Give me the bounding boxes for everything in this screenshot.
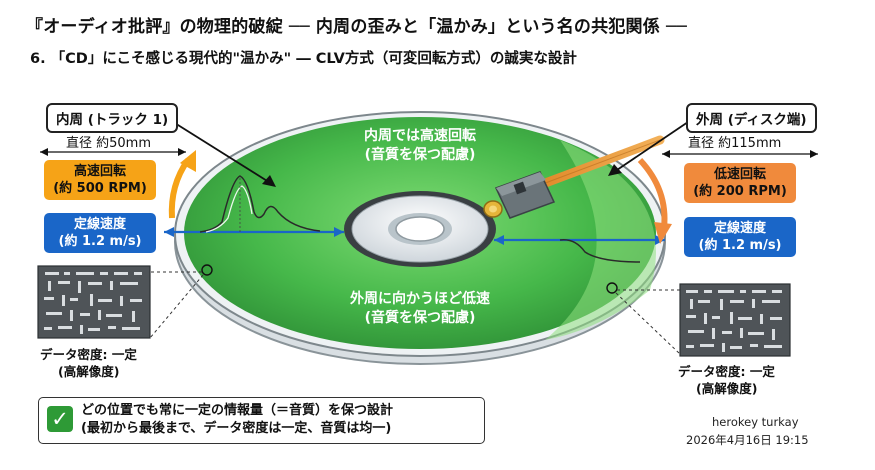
- disc-inner-label-line1: 内周では高速回転: [364, 128, 476, 144]
- disc-outer-label-line2: (音質を保つ配慮): [364, 310, 476, 326]
- inner-density-label: データ密度: 一定 (高解像度): [40, 346, 137, 380]
- outer-rotation-arrow: [637, 157, 668, 229]
- inner-velocity-badge: 定線速度 (約 1.2 m/s): [44, 213, 156, 253]
- timestamp: 2026年4月16日 19:15: [686, 433, 809, 447]
- inner-velocity-line1: 定線速度: [73, 217, 126, 232]
- inner-diameter-dimension: [40, 148, 186, 156]
- disc-inner-label: 内周では高速回転 (音質を保つ配慮): [330, 127, 510, 165]
- spindle-hole: [395, 216, 445, 242]
- outer-diameter-dimension: [662, 150, 818, 158]
- inner-rotation-line1: 高速回転: [73, 164, 126, 179]
- inner-density-line2: (高解像度): [58, 364, 120, 379]
- outer-rotation-line1: 低速回転: [713, 167, 766, 182]
- outer-velocity-line2: (約 1.2 m/s): [698, 238, 782, 253]
- outer-edge-tag: 外周 (ディスク端): [686, 103, 817, 133]
- inner-pit-pattern: [37, 265, 151, 339]
- inner-rotation-line2: (約 500 RPM): [53, 181, 147, 196]
- outer-pit-pattern: [679, 283, 791, 357]
- inner-rotation-badge: 高速回転 (約 500 RPM): [44, 160, 156, 200]
- inner-waveform: [199, 175, 321, 233]
- inner-density-line1: データ密度: 一定: [40, 347, 137, 362]
- laser-pickup: [483, 171, 556, 219]
- disc-inner-label-line2: (音質を保つ配慮): [364, 147, 476, 163]
- outer-diameter-label: 直径 約115mm: [688, 136, 782, 151]
- page-subtitle: 6. 「CD」にこそ感じる現代的"温かみ" ― CLV方式（可変回転方式）の誠実…: [30, 51, 577, 67]
- outer-rotation-line2: (約 200 RPM): [693, 184, 787, 199]
- design-note-box: ✓ どの位置でも常に一定の情報量（＝音質）を保つ設計 (最初から最後まで、データ…: [38, 397, 485, 444]
- outer-density-line1: データ密度: 一定: [678, 364, 775, 379]
- outer-sample-marker: [606, 282, 618, 294]
- disc-outer-label-line1: 外周に向かうほど低速: [350, 291, 490, 307]
- checkmark-icon: ✓: [47, 406, 73, 432]
- design-note-line1: どの位置でも常に一定の情報量（＝音質）を保つ設計: [81, 403, 394, 418]
- author-signature: herokey turkay: [712, 415, 799, 429]
- inner-sample-marker: [201, 264, 213, 276]
- outer-rotation-badge: 低速回転 (約 200 RPM): [684, 163, 796, 203]
- outer-density-line2: (高解像度): [696, 381, 758, 396]
- inner-velocity-line2: (約 1.2 m/s): [58, 234, 142, 249]
- inner-tag-leader: [169, 119, 273, 185]
- outer-waveform: [559, 239, 641, 263]
- outer-velocity-badge: 定線速度 (約 1.2 m/s): [684, 217, 796, 257]
- inner-velocity-arrow: [164, 227, 344, 237]
- outer-density-label: データ密度: 一定 (高解像度): [678, 363, 775, 397]
- inner-diameter-label: 直径 約50mm: [66, 136, 152, 151]
- outer-velocity-line1: 定線速度: [713, 221, 766, 236]
- page-title: 『オーディオ批評』の物理的破綻 ── 内周の歪みと「温かみ」という名の共犯関係 …: [26, 17, 687, 37]
- inner-track-tag: 内周 (トラック 1): [46, 103, 179, 133]
- design-note-text: どの位置でも常に一定の情報量（＝音質）を保つ設計 (最初から最後まで、データ密度…: [81, 402, 393, 438]
- design-note-line2: (最初から最後まで、データ密度は一定、音質は均一): [81, 421, 392, 436]
- disc-outer-label: 外周に向かうほど低速 (音質を保つ配慮): [315, 290, 525, 328]
- outer-tag-leader: [613, 121, 689, 173]
